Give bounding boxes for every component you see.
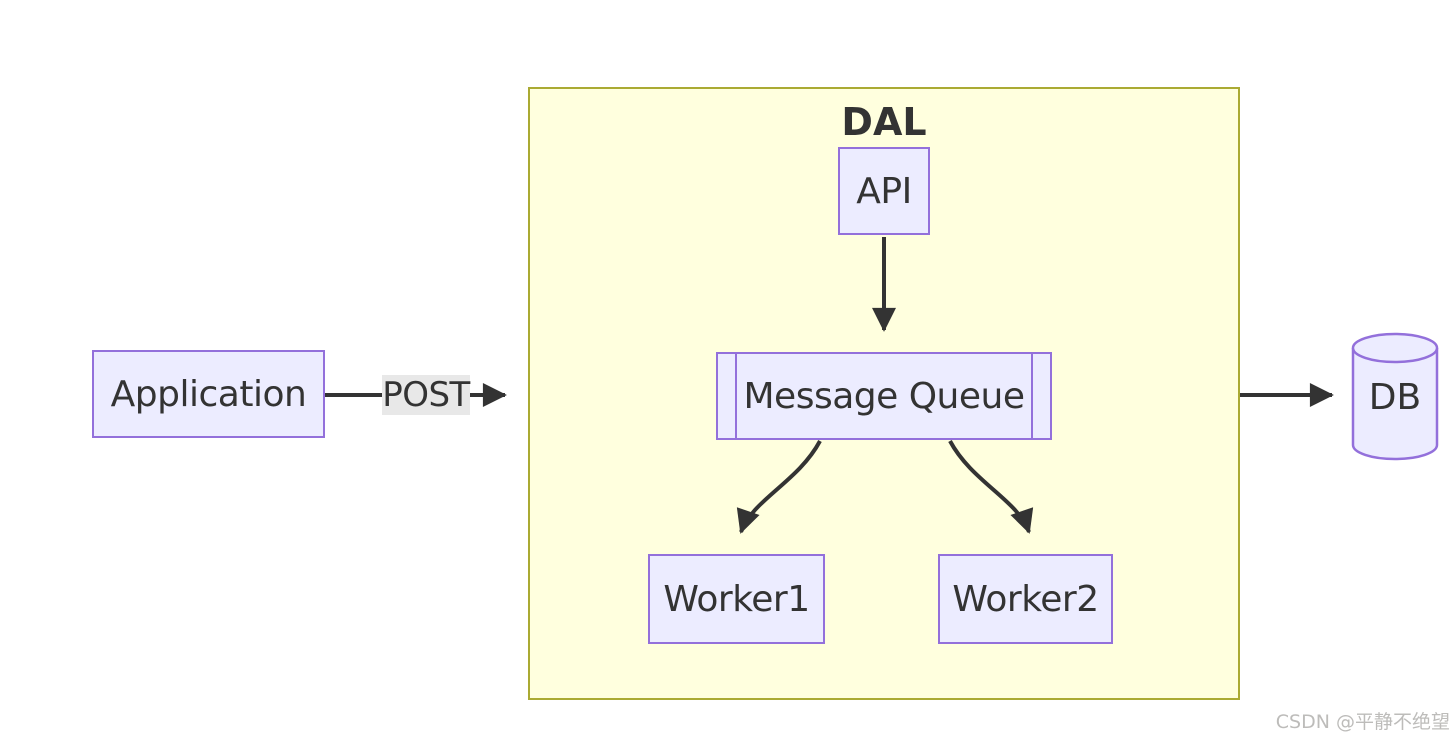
edge-queue-to-worker1 — [736, 440, 822, 534]
edge-queue-to-worker2 — [948, 440, 1034, 534]
node-worker2: Worker2 — [938, 554, 1113, 644]
node-application-label: Application — [110, 373, 307, 415]
subroutine-left-bar — [735, 352, 737, 440]
node-api: API — [838, 147, 930, 235]
csdn-watermark: CSDN @平静不绝望 — [1275, 711, 1450, 733]
node-worker1: Worker1 — [648, 554, 825, 644]
node-message-queue-label: Message Queue — [743, 375, 1026, 417]
node-message-queue: Message Queue — [716, 352, 1052, 440]
node-application: Application — [92, 350, 325, 438]
node-worker2-label: Worker2 — [952, 578, 1099, 620]
dal-cluster-label: DAL — [841, 100, 927, 144]
node-api-label: API — [856, 170, 912, 212]
edge-label-post: POST — [382, 375, 470, 415]
node-db-label: DB — [1368, 376, 1422, 418]
subroutine-right-bar — [1031, 352, 1033, 440]
node-worker1-label: Worker1 — [663, 578, 810, 620]
db-cylinder — [1351, 332, 1439, 461]
